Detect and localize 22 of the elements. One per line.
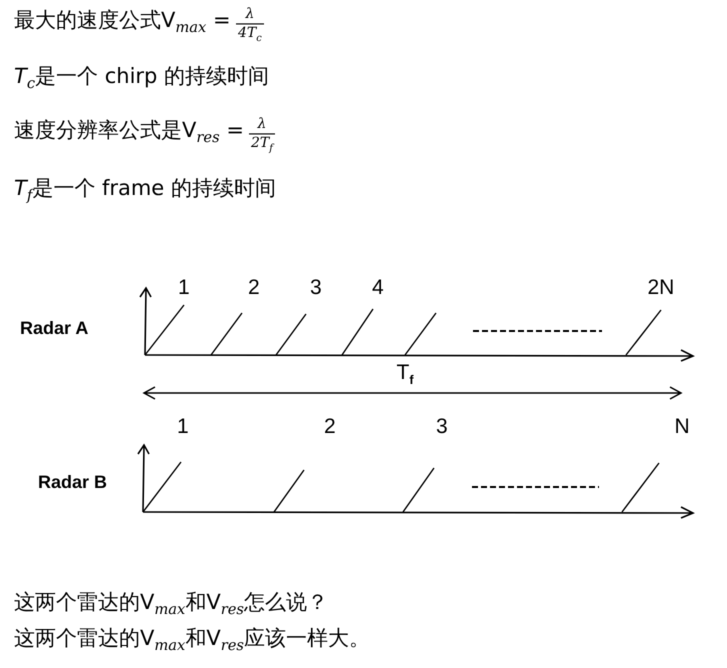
chirp-number: 1 bbox=[177, 414, 189, 440]
duration-label: T$_{f}$ bbox=[396, 360, 414, 388]
radar-label: Radar A bbox=[20, 318, 88, 340]
question-text: 这两个雷达的V$_{max}$和V$_{res}$怎么说？ bbox=[14, 590, 328, 619]
fraction-numerator: λ bbox=[258, 116, 266, 133]
definition-text: T$_{f}$是一个 frame 的持续时间 bbox=[14, 176, 276, 205]
chirp-number: 4 bbox=[372, 275, 384, 300]
formula-text: 最大的速度公式V$_{max}$ = bbox=[14, 8, 231, 37]
chirp-number: 2 bbox=[248, 275, 260, 300]
radar-label: Radar B bbox=[38, 472, 108, 494]
definition-text: T$_{c}$是一个 chirp 的持续时间 bbox=[14, 64, 270, 93]
chirp-number: N bbox=[674, 414, 690, 440]
chirp-number: 2N bbox=[648, 275, 674, 300]
fraction-denominator: 4T$_{c}$ bbox=[238, 24, 262, 44]
answer-text: 这两个雷达的V$_{max}$和V$_{res}$应该一样大。 bbox=[14, 626, 370, 655]
formula-text: 速度分辨率公式是V$_{res}$ = bbox=[14, 118, 244, 147]
fraction-numerator: λ bbox=[246, 6, 254, 23]
chirp-number: 1 bbox=[178, 275, 190, 300]
chirp-number: 2 bbox=[324, 414, 336, 440]
fraction-denominator: 2T$_{f}$ bbox=[251, 134, 273, 154]
chirp-number: 3 bbox=[436, 414, 448, 440]
chirp-number: 3 bbox=[310, 275, 322, 300]
